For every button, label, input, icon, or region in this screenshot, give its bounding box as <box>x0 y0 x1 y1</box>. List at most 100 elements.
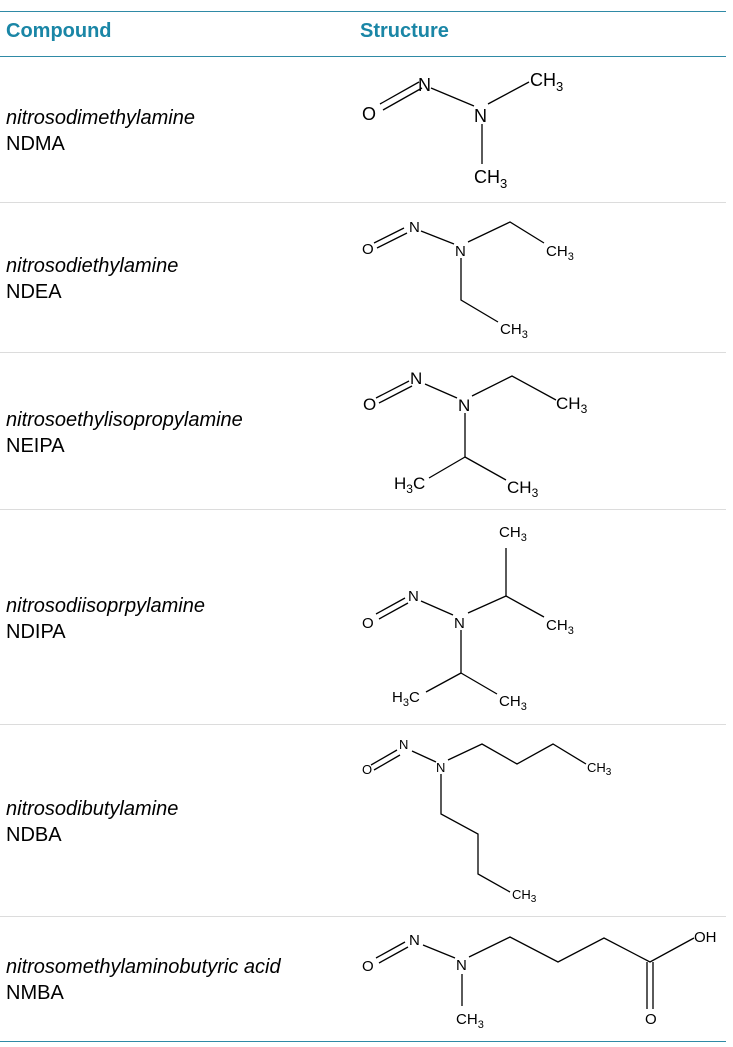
atom-label: H <box>511 321 522 338</box>
atom-label: C <box>500 321 511 338</box>
header-rule <box>0 56 726 57</box>
atom-label: H <box>568 394 580 413</box>
atom-label: O <box>363 395 376 414</box>
header-compound: Compound <box>6 20 112 42</box>
atom-label: H <box>510 693 521 710</box>
row-divider <box>0 916 726 917</box>
atom-label: N <box>418 75 431 95</box>
atom-label: OH <box>694 929 717 946</box>
structure-nmba: N O N OH O CH3 <box>362 929 717 1031</box>
atom-label: N <box>409 219 420 236</box>
compound-full-name: nitrosodiethylamine <box>6 255 179 277</box>
compound-name-neipa: nitrosoethylisopropylamine NEIPA <box>6 407 243 459</box>
atom-label: C <box>413 474 425 493</box>
atom-label: O <box>645 1011 657 1028</box>
atom-label: H <box>510 524 521 541</box>
atom-label: C <box>556 394 568 413</box>
compound-full-name: nitrosomethylaminobutyric acid <box>6 956 281 978</box>
atom-label: O <box>362 241 374 258</box>
compound-full-name: nitrosoethylisopropylamine <box>6 409 243 431</box>
bottom-rule <box>0 1041 726 1042</box>
atom-subscript: 3 <box>500 176 507 191</box>
atom-label: CH3 <box>530 70 563 94</box>
atom-label: N <box>436 760 445 775</box>
atom-label: C <box>587 760 596 775</box>
compound-name-ndipa: nitrosodiisoprpylamine NDIPA <box>6 593 205 645</box>
compound-name-ndba: nitrosodibutylamine NDBA <box>6 796 178 848</box>
atom-label: C <box>499 693 510 710</box>
atom-label: N <box>456 957 467 974</box>
compound-full-name: nitrosodibutylamine <box>6 798 179 820</box>
atom-label: H <box>487 167 500 187</box>
atom-label: N <box>454 615 465 632</box>
atom-label: C <box>409 689 420 706</box>
atom-subscript: 3 <box>521 532 527 544</box>
compound-full-name: nitrosodimethylamine <box>6 107 195 129</box>
atom-label: H <box>557 243 568 260</box>
atom-label: C <box>456 1011 467 1028</box>
atom-label: CH3 <box>546 617 574 637</box>
compound-abbreviation: NDBA <box>6 824 62 846</box>
compound-name-nmba: nitrosomethylaminobutyric acid NMBA <box>6 954 281 1006</box>
atom-label: C <box>546 243 557 260</box>
atom-label: O <box>362 615 374 632</box>
atom-label: H <box>543 70 556 90</box>
atom-subscript: 3 <box>403 697 409 709</box>
atom-label: O <box>362 958 374 975</box>
atom-label: O <box>362 762 372 777</box>
atom-label: CH3 <box>507 478 539 500</box>
atom-label: C <box>499 524 510 541</box>
atom-label: H <box>519 478 531 497</box>
atom-subscript: 3 <box>606 767 612 778</box>
atom-subscript: 3 <box>406 482 413 496</box>
atom-subscript: 3 <box>532 486 539 500</box>
atom-label: C <box>546 617 557 634</box>
header-structure: Structure <box>360 20 449 42</box>
atom-label: N <box>410 369 422 388</box>
row-divider <box>0 509 726 510</box>
atom-label: H3C <box>394 474 425 496</box>
atom-subscript: 3 <box>568 625 574 637</box>
atom-label: CH3 <box>512 887 537 905</box>
atom-label: N <box>399 737 408 752</box>
atom-subscript: 3 <box>568 251 574 263</box>
atom-label: CH3 <box>587 760 612 778</box>
atom-label: C <box>474 167 487 187</box>
structure-ndma: N O N CH3 CH3 <box>362 70 563 191</box>
atom-label: CH3 <box>499 524 527 544</box>
atom-label: C <box>512 887 521 902</box>
structure-ndea: N O N CH3 CH3 <box>362 219 574 341</box>
atom-label: CH3 <box>499 693 527 713</box>
compound-name-ndea: nitrosodiethylamine NDEA <box>6 253 178 305</box>
row-divider <box>0 202 726 203</box>
atom-label: N <box>455 243 466 260</box>
atom-label: O <box>362 104 376 124</box>
atom-label: H <box>394 474 406 493</box>
atom-label: H <box>467 1011 478 1028</box>
atom-label: CH3 <box>474 167 507 191</box>
structure-ndipa: N O N CH3 CH3 H3C CH3 <box>362 524 574 713</box>
atom-label: H <box>557 617 568 634</box>
compound-abbreviation: NDMA <box>6 133 65 155</box>
atom-label: N <box>458 396 470 415</box>
atom-subscript: 3 <box>556 79 563 94</box>
atom-label: C <box>530 70 543 90</box>
atom-label: N <box>408 588 419 605</box>
structure-neipa: N O N CH3 H3C CH3 <box>363 369 588 500</box>
compound-abbreviation: NEIPA <box>6 435 65 457</box>
structure-ndba: N O N CH3 CH3 <box>362 737 612 905</box>
atom-label: H <box>521 887 530 902</box>
compound-name-ndma: nitrosodimethylamine NDMA <box>6 105 195 157</box>
atom-label: CH3 <box>500 321 528 341</box>
atom-subscript: 3 <box>521 701 527 713</box>
compound-abbreviation: NMBA <box>6 982 64 1004</box>
atom-subscript: 3 <box>531 894 537 905</box>
atom-label: CH3 <box>546 243 574 263</box>
atom-subscript: 3 <box>522 329 528 341</box>
atom-label: CH3 <box>556 394 588 416</box>
atom-label: N <box>474 106 487 126</box>
compound-full-name: nitrosodiisoprpylamine <box>6 595 205 617</box>
row-divider <box>0 724 726 725</box>
